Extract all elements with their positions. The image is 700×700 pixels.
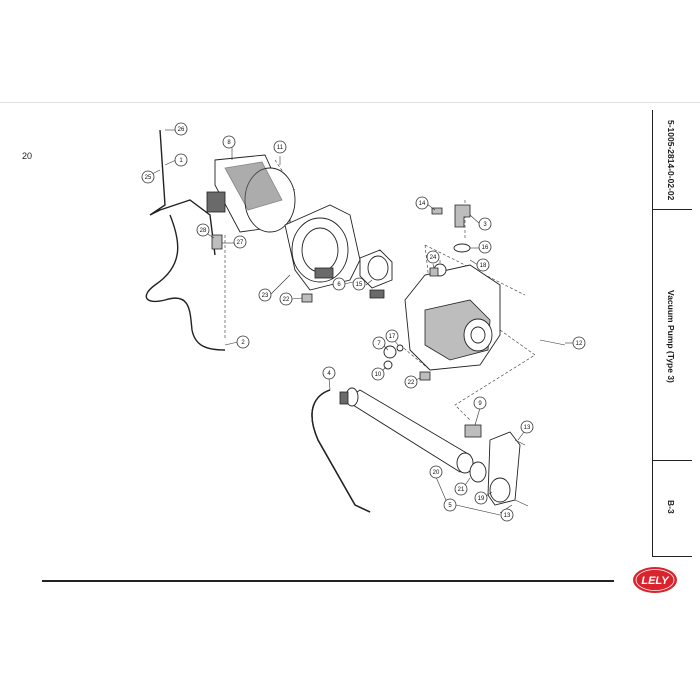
vacuum-pump-body [404, 263, 501, 371]
callout-20: 20 [429, 465, 443, 479]
fitting-28 [211, 234, 223, 250]
callout-13: 13 [500, 508, 514, 522]
svg-text:13: 13 [504, 513, 511, 519]
svg-text:2: 2 [241, 340, 245, 346]
callout-26: 26 [174, 122, 188, 136]
svg-text:5: 5 [448, 503, 452, 509]
spacer-22a [301, 293, 313, 303]
svg-text:13: 13 [524, 425, 531, 431]
ring-17 [396, 344, 404, 352]
svg-text:26: 26 [178, 127, 185, 133]
spacer-22b [419, 371, 431, 381]
bottom-rule [42, 580, 614, 582]
svg-text:15: 15 [356, 282, 363, 288]
callout-17: 17 [385, 329, 399, 343]
title-block-divider [652, 556, 692, 557]
callout-24: 24 [426, 250, 440, 264]
svg-text:23: 23 [262, 293, 269, 299]
callout-28: 28 [196, 223, 210, 237]
coupling-15 [359, 249, 393, 299]
page-number: 20 [22, 151, 33, 161]
screw-13b [514, 499, 529, 507]
callout-10: 10 [371, 367, 385, 381]
svg-text:7: 7 [377, 341, 381, 347]
bracket-25 [149, 129, 216, 256]
hose-4-inner [311, 389, 371, 513]
callout-8: 8 [222, 135, 236, 149]
title-block-divider [652, 209, 692, 210]
svg-text:22: 22 [283, 297, 290, 303]
callout-12: 12 [572, 336, 586, 350]
callout-13: 13 [520, 420, 534, 434]
callout-16: 16 [478, 240, 492, 254]
svg-text:19: 19 [478, 496, 485, 502]
callout-22: 22 [404, 375, 418, 389]
screw-13a [514, 439, 526, 446]
svg-text:25: 25 [145, 175, 152, 181]
svg-text:10: 10 [375, 372, 382, 378]
callout-25: 25 [141, 170, 155, 184]
callout-19: 19 [474, 491, 488, 505]
seal-16 [453, 243, 471, 253]
callout-3: 3 [478, 217, 492, 231]
svg-text:28: 28 [200, 228, 207, 234]
title-block-divider [652, 460, 692, 461]
callout-18: 18 [476, 258, 490, 272]
elbow-3 [454, 204, 471, 228]
callout-9: 9 [473, 396, 487, 410]
callout-7: 7 [372, 336, 386, 350]
svg-text:14: 14 [419, 201, 426, 207]
cable-2 [145, 214, 226, 351]
svg-text:27: 27 [237, 240, 244, 246]
bolt-24 [429, 267, 439, 277]
callout-2: 2 [236, 335, 250, 349]
callout-27: 27 [233, 235, 247, 249]
svg-text:18: 18 [480, 263, 487, 269]
callout-5: 5 [443, 498, 457, 512]
bolt-12 [539, 339, 566, 346]
svg-text:4: 4 [327, 371, 331, 377]
top-rule [0, 102, 700, 103]
svg-text:12: 12 [576, 341, 583, 347]
callout-11: 11 [273, 140, 287, 154]
gasket-21 [469, 461, 487, 483]
title-block-border [652, 110, 653, 556]
svg-text:20: 20 [433, 470, 440, 476]
silencer-20 [339, 387, 474, 474]
svg-text:22: 22 [408, 380, 415, 386]
callout-23: 23 [258, 288, 272, 302]
filter-cap-19 [464, 424, 521, 506]
svg-text:21: 21 [458, 487, 465, 493]
callout-6: 6 [332, 277, 346, 291]
motor-8 [206, 154, 296, 233]
svg-text:17: 17 [389, 334, 396, 340]
svg-text:16: 16 [482, 245, 489, 251]
svg-text:1: 1 [179, 158, 183, 164]
callout-15: 15 [352, 277, 366, 291]
svg-text:24: 24 [430, 255, 437, 261]
pump-housing-23 [284, 204, 361, 291]
svg-text:9: 9 [478, 401, 482, 407]
callout-22: 22 [279, 292, 293, 306]
svg-text:11: 11 [277, 145, 284, 151]
svg-text:8: 8 [227, 140, 231, 146]
callout-21: 21 [454, 482, 468, 496]
svg-text:3: 3 [483, 222, 487, 228]
svg-text:6: 6 [337, 282, 341, 288]
lely-logo: LELY [633, 567, 677, 593]
logo-text: LELY [641, 575, 670, 587]
callout-14: 14 [415, 196, 429, 210]
callout-1: 1 [174, 153, 188, 167]
callout-4: 4 [322, 366, 336, 380]
